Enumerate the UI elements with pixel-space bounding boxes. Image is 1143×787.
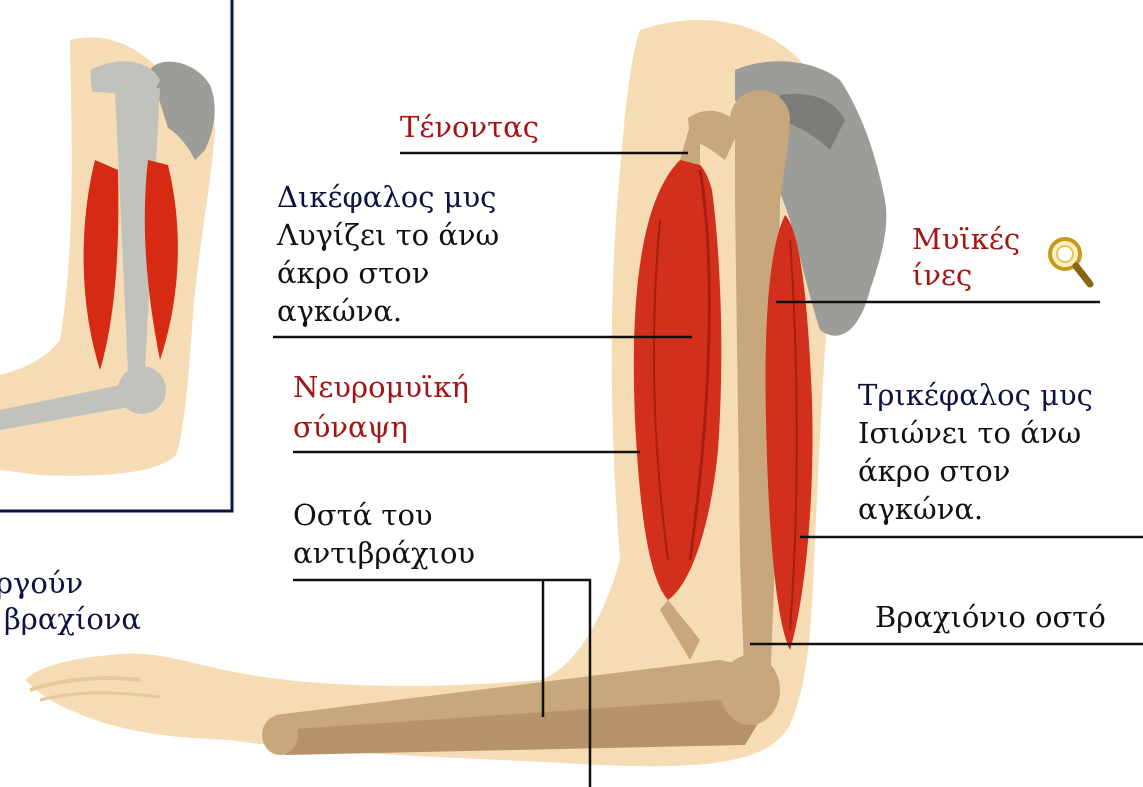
- label-triceps-desc-3: αγκώνα.: [858, 492, 983, 526]
- label-neuromuscular-1: Νευρομυϊκή: [293, 370, 469, 404]
- label-forearm-bones-1: Οστά του: [293, 498, 433, 532]
- caption-line-2: βραχίονα: [4, 602, 141, 636]
- label-biceps-desc-2: άκρο στον: [277, 256, 429, 290]
- magnifier-icon[interactable]: [1050, 239, 1090, 284]
- label-muscle-fibers-2: ίνες: [912, 258, 972, 292]
- inset-panel: [0, 0, 232, 511]
- label-humerus: Βραχιόνιο οστό: [875, 600, 1106, 634]
- label-biceps-desc-1: Λυγίζει το άνω: [277, 218, 499, 252]
- label-biceps-title: Δικέφαλος μυς: [277, 180, 496, 214]
- caption-line-1: ργούν: [0, 566, 83, 600]
- label-triceps-title: Τρικέφαλος μυς: [858, 378, 1093, 412]
- label-neuromuscular-2: σύναψη: [293, 410, 408, 444]
- label-forearm-bones-2: αντιβράχιου: [293, 536, 475, 570]
- label-biceps-desc-3: αγκώνα.: [277, 294, 402, 328]
- label-muscle-fibers-1: Μυϊκές: [912, 222, 1020, 256]
- label-triceps-desc-2: άκρο στον: [858, 454, 1010, 488]
- label-triceps-desc-1: Ισιώνει το άνω: [858, 416, 1081, 450]
- label-tendon: Τένοντας: [400, 110, 539, 144]
